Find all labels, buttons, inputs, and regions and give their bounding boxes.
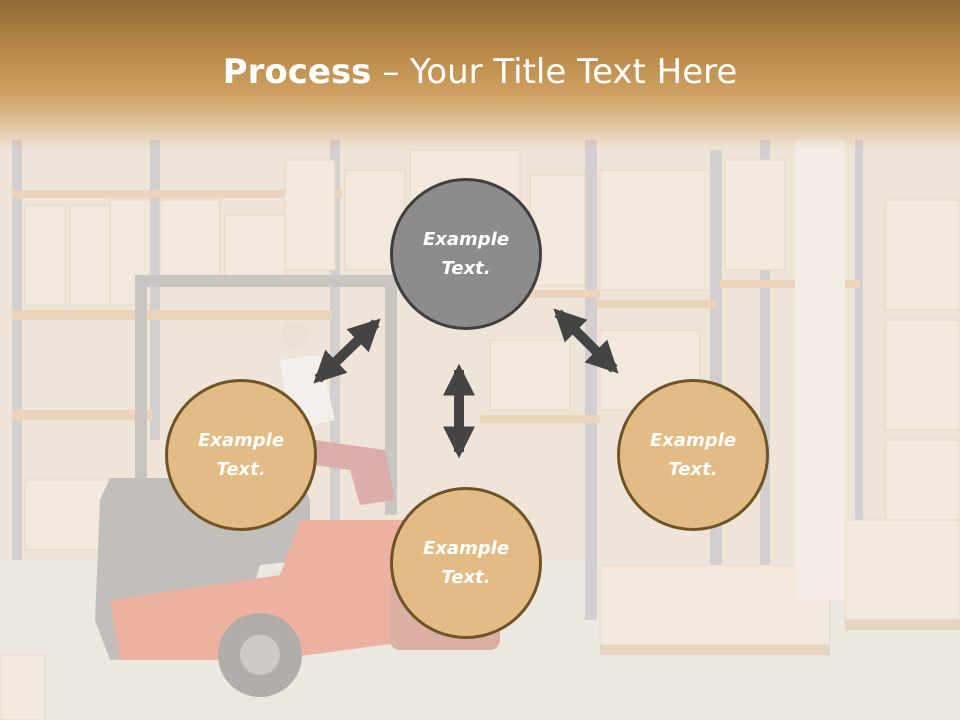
node-left-line2: Text. <box>216 459 266 480</box>
process-node-bottom: Example Text. <box>390 487 542 639</box>
node-right-line2: Text. <box>668 459 718 480</box>
arrow-center-right <box>553 308 619 374</box>
title-rest: – Your Title Text Here <box>371 52 738 92</box>
node-bottom-line2: Text. <box>441 567 491 588</box>
title-bold: Process <box>222 52 372 92</box>
node-center-line1: Example <box>422 229 510 250</box>
slide-title: Process – Your Title Text Here <box>0 52 960 92</box>
process-node-left: Example Text. <box>165 379 317 531</box>
node-left-line1: Example <box>197 430 285 451</box>
process-node-center: Example Text. <box>390 178 542 330</box>
process-node-right: Example Text. <box>617 379 769 531</box>
title-band <box>0 0 960 150</box>
node-center-line2: Text. <box>441 258 491 279</box>
node-right-line1: Example <box>649 430 737 451</box>
node-bottom-line1: Example <box>422 538 510 559</box>
arrow-center-left <box>313 318 381 384</box>
